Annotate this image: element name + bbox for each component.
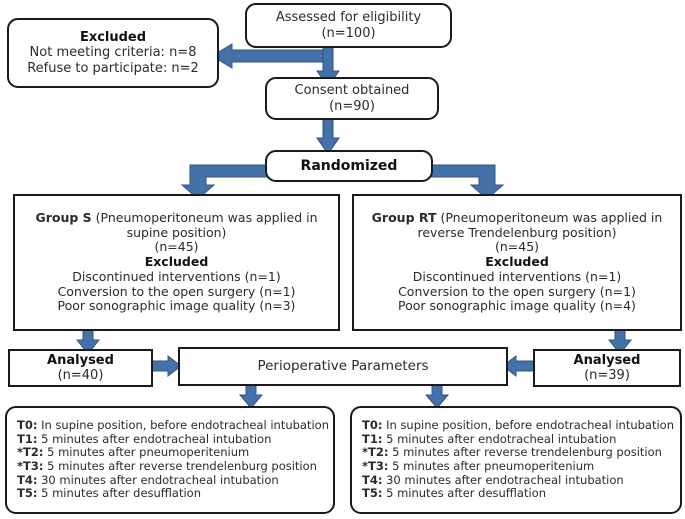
analysed-left-line1: Analysed — [47, 352, 114, 368]
arrow-analysed-right-to-perioperative — [502, 354, 535, 378]
group-rt-title-bold: Group RT — [371, 209, 437, 225]
timepoint-text: 5 minutes after pneumoperitenium — [43, 445, 250, 460]
arrow-assessed-to-excluded — [211, 43, 324, 69]
node-excluded-top: Excluded Not meeting criteria: n=8 Refus… — [7, 18, 219, 88]
assessed-line2: (n=100) — [321, 25, 376, 41]
group-rt-excluded-heading: Excluded — [485, 254, 549, 270]
timepoint-tag: T5: — [362, 486, 383, 501]
timepoint-tag: T5: — [17, 486, 38, 501]
timepoint-text: 5 minutes after endotracheal intubation — [37, 431, 272, 446]
timepoint-tag: *T3: — [362, 459, 389, 473]
timepoint-text: In supine position, before endotracheal … — [37, 418, 329, 433]
timepoint-row: T0: In supine position, before endotrach… — [7, 419, 329, 433]
group-s-line3: (n=45) — [154, 239, 199, 255]
timepoint-row: *T2: 5 minutes after pneumoperitenium — [7, 446, 249, 460]
node-consent-obtained: Consent obtained (n=90) — [265, 77, 439, 120]
consent-line1: Consent obtained — [294, 83, 410, 99]
timepoint-row: T1: 5 minutes after endotracheal intubat… — [352, 431, 617, 447]
group-s-excluded-heading: Excluded — [144, 254, 209, 270]
group-rt-title: Group RT (Pneumoperitoneum was applied i… — [371, 209, 663, 226]
excluded-top-line2: Refuse to participate: n=2 — [27, 60, 199, 76]
node-group-rt: Group RT (Pneumoperitoneum was applied i… — [352, 194, 682, 331]
timepoint-tag: T0: — [17, 418, 38, 433]
timepoint-text: 30 minutes after endotracheal intubation — [37, 472, 279, 487]
group-s-title-rest: (Pneumoperitoneum was applied in — [91, 209, 318, 225]
node-timepoints-right: T0: In supine position, before endotrach… — [350, 406, 682, 514]
timepoint-text: 30 minutes after endotracheal intubation — [382, 472, 624, 487]
group-s-line2: supine position) — [126, 224, 227, 240]
node-assessed-for-eligibility: Assessed for eligibility (n=100) — [245, 3, 452, 48]
timepoint-row: T5: 5 minutes after desufflation — [7, 486, 201, 501]
timepoint-tag: T1: — [17, 431, 38, 446]
node-randomized: Randomized — [265, 150, 433, 182]
timepoint-row: T5: 5 minutes after desufflation — [352, 486, 546, 501]
analysed-left-line2: (n=40) — [57, 368, 104, 383]
group-rt-excluded-2: Conversion to the open surgery (n=1) — [398, 283, 636, 299]
arrow-randomized-to-group-s — [140, 158, 276, 200]
timepoint-text: 5 minutes after desufflation — [37, 486, 201, 501]
timepoint-row: *T3: 5 minutes after reverse trendelenbu… — [7, 459, 317, 474]
timepoint-tag: T1: — [362, 431, 383, 446]
group-rt-excluded-3: Poor sonographic image quality (n=4) — [398, 298, 636, 314]
group-s-excluded-2: Conversion to the open surgery (n=1) — [57, 283, 296, 299]
timepoint-tag: T4: — [362, 472, 383, 487]
node-timepoints-left: T0: In supine position, before endotrach… — [5, 406, 335, 514]
timepoint-text: 5 minutes after reverse trendelenburg po… — [388, 445, 662, 460]
timepoint-row: T4: 30 minutes after endotracheal intuba… — [352, 472, 624, 488]
analysed-right-line1: Analysed — [573, 352, 641, 368]
timepoint-tag: *T2: — [362, 445, 389, 460]
timepoint-text: 5 minutes after desufflation — [382, 486, 546, 501]
timepoint-text: 5 minutes after endotracheal intubation — [382, 431, 617, 446]
timepoint-row: T0: In supine position, before endotrach… — [352, 419, 674, 433]
timepoint-row: *T2: 5 minutes after reverse trendelenbu… — [352, 446, 662, 460]
arrow-randomized-to-group-rt — [409, 158, 545, 200]
arrow-analysed-left-to-perioperative — [149, 354, 182, 378]
timepoint-tag: T0: — [362, 418, 383, 433]
group-rt-excluded-1: Discontinued interventions (n=1) — [412, 268, 622, 284]
timepoint-text: In supine position, before endotracheal … — [382, 418, 674, 433]
node-analysed-left: Analysed (n=40) — [8, 349, 153, 387]
timepoint-row: T1: 5 minutes after endotracheal intubat… — [7, 431, 272, 447]
group-rt-line2: reverse Trendelenburg position) — [417, 224, 617, 240]
group-rt-line3: (n=45) — [494, 239, 540, 255]
node-analysed-right: Analysed (n=39) — [533, 349, 681, 387]
timepoint-tag: T4: — [17, 472, 38, 487]
perioperative-label: Perioperative Parameters — [257, 357, 429, 374]
randomized-label: Randomized — [300, 157, 398, 174]
group-s-title-bold: Group S — [35, 209, 92, 225]
timepoint-row: *T3: 5 minutes after pneumoperitenium — [352, 459, 595, 474]
group-s-excluded-1: Discontinued interventions (n=1) — [72, 268, 281, 284]
timepoint-text: 5 minutes after pneumoperitenium — [388, 459, 595, 473]
assessed-line1: Assessed for eligibility — [275, 10, 422, 26]
group-s-excluded-3: Poor sonographic image quality (n=3) — [57, 298, 296, 314]
node-perioperative-parameters: Perioperative Parameters — [178, 347, 508, 386]
excluded-top-line1: Not meeting criteria: n=8 — [29, 45, 197, 61]
timepoint-tag: *T3: — [17, 459, 44, 473]
analysed-right-line2: (n=39) — [584, 368, 630, 383]
arrow-consent-to-randomized — [316, 114, 340, 155]
timepoint-row: T4: 30 minutes after endotracheal intuba… — [7, 472, 279, 488]
consent-line2: (n=90) — [329, 98, 375, 114]
group-rt-title-rest: (Pneumoperitoneum was applied in — [436, 209, 663, 225]
timepoint-tag: *T2: — [17, 445, 44, 460]
group-s-title: Group S (Pneumoperitoneum was applied in — [35, 209, 318, 226]
timepoint-text: 5 minutes after reverse trendelenburg po… — [43, 459, 317, 473]
excluded-top-heading: Excluded — [79, 30, 147, 45]
node-group-s: Group S (Pneumoperitoneum was applied in… — [13, 194, 340, 331]
